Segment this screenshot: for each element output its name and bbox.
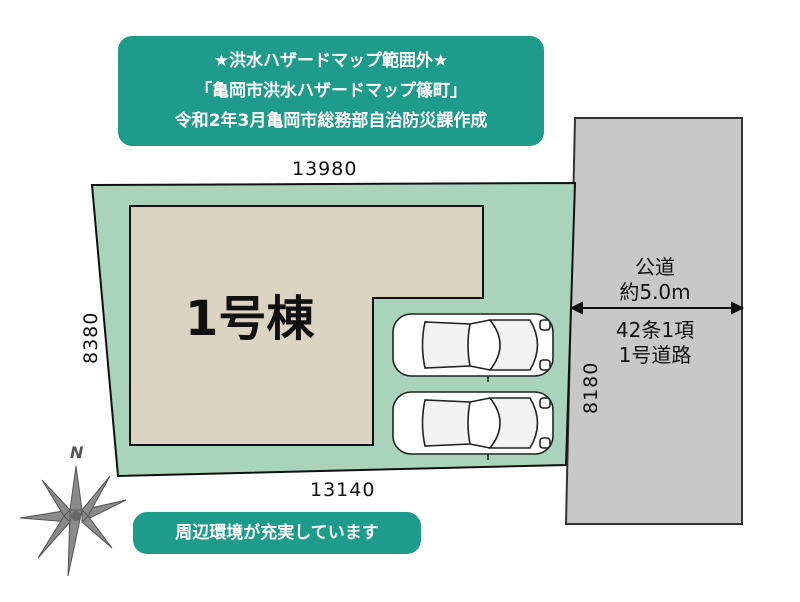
road-type-label: 公道 約5.0m bbox=[580, 255, 730, 305]
road-width-arrow bbox=[569, 301, 745, 315]
building-footprint bbox=[129, 205, 484, 446]
dimension-left: 8380 bbox=[80, 312, 102, 364]
dimension-bottom: 13140 bbox=[310, 479, 376, 501]
building-label: 1号棟 bbox=[185, 291, 315, 347]
compass-north-label: N bbox=[70, 443, 84, 462]
parking-car-1 bbox=[392, 313, 554, 382]
flood-notice-line3: 令和2年3月亀岡市総務部自治防災課作成 bbox=[174, 111, 488, 131]
environment-badge: 周辺環境が充実しています bbox=[133, 512, 421, 554]
road-width: 約5.0m bbox=[619, 280, 691, 304]
compass-icon: N bbox=[19, 443, 127, 577]
road-type: 公道 bbox=[635, 255, 675, 279]
dimension-right: 8180 bbox=[580, 362, 602, 414]
flood-notice-line2: 「亀岡市洪水ハザードマップ篠町」 bbox=[195, 81, 467, 101]
road-legal-class: 1号道路 bbox=[618, 343, 692, 367]
flood-notice-line1: ★洪水ハザードマップ範囲外★ bbox=[213, 51, 449, 71]
road-legal-label: 42条1項 1号道路 bbox=[580, 318, 730, 368]
road-legal-article: 42条1項 bbox=[615, 318, 695, 342]
flood-hazard-notice: ★洪水ハザードマップ範囲外★ 「亀岡市洪水ハザードマップ篠町」 令和2年3月亀岡… bbox=[118, 36, 544, 146]
parking-car-2 bbox=[392, 391, 554, 460]
dimension-top: 13980 bbox=[292, 158, 358, 180]
